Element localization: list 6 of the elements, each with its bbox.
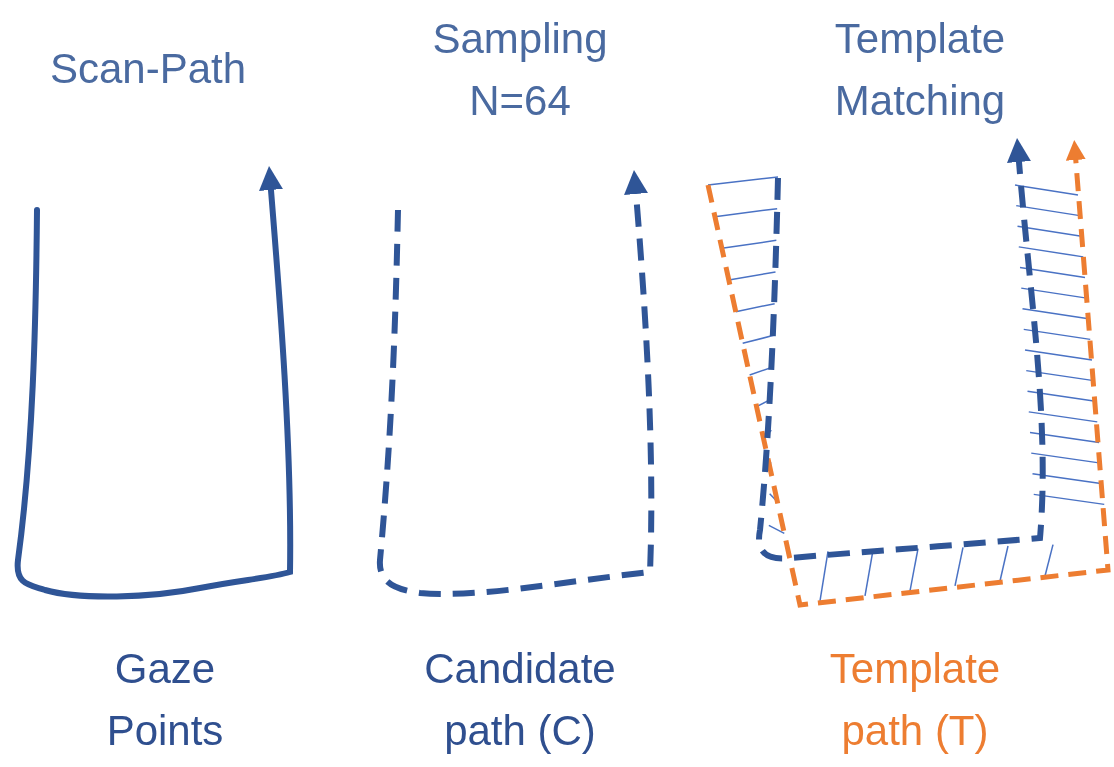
panel-heading: Sampling N=64 <box>431 14 609 126</box>
path-caption: Template path (T) <box>828 644 1002 756</box>
path-caption: Candidate path (C) <box>423 644 617 756</box>
panel-heading: Template Matching <box>833 14 1007 126</box>
panel-heading: Scan-Path <box>48 44 248 94</box>
path-caption: Gaze Points <box>105 644 225 756</box>
